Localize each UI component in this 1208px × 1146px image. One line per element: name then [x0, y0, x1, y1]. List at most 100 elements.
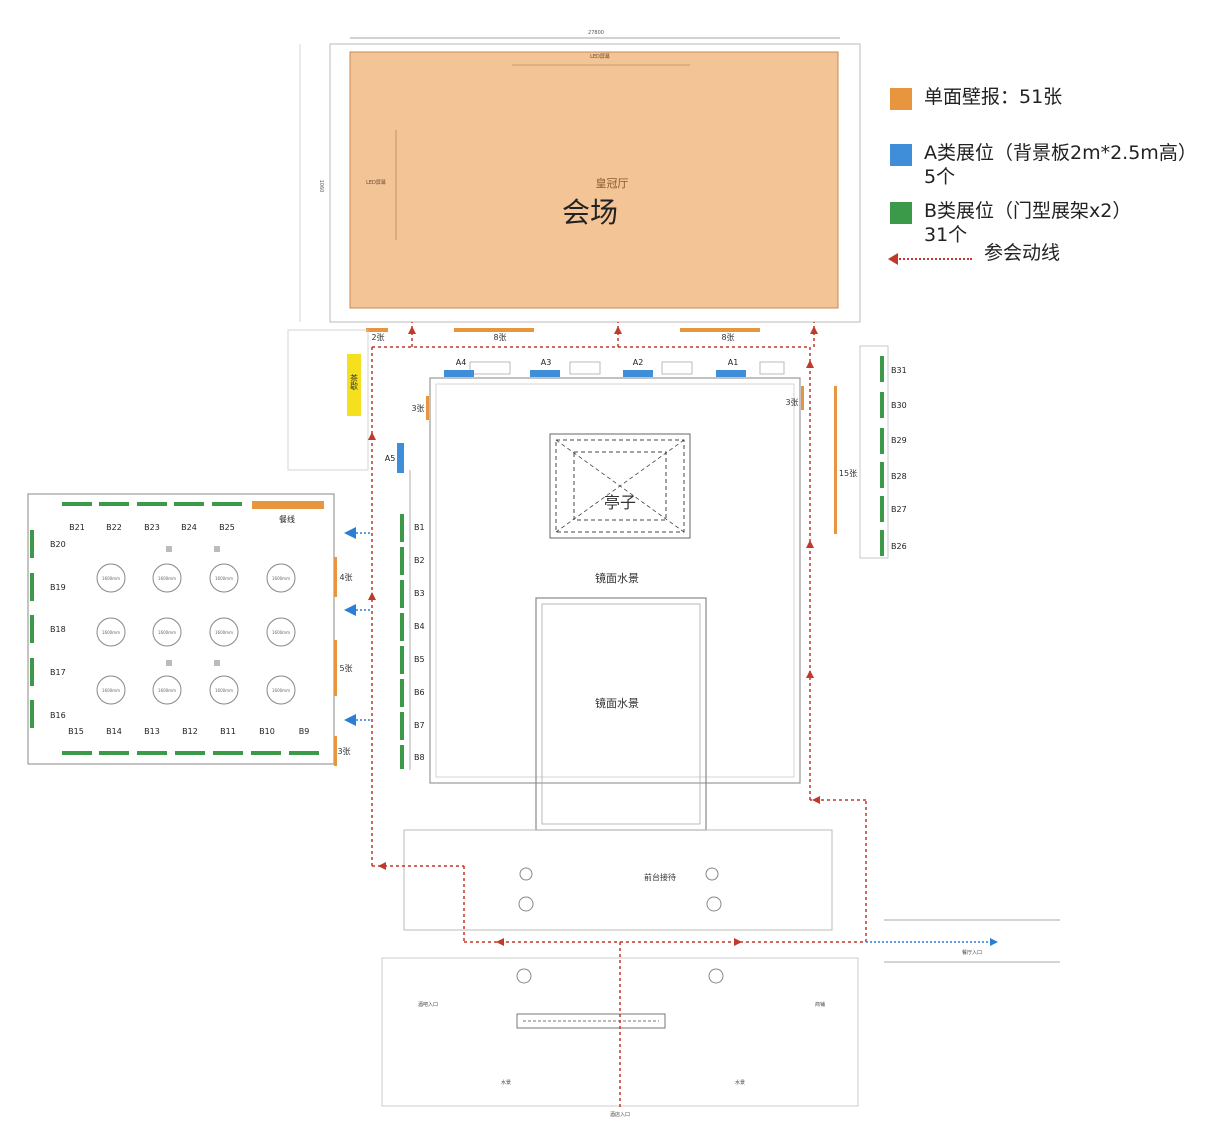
svg-text:1600mm: 1600mm	[158, 576, 176, 581]
svg-text:5张: 5张	[339, 664, 352, 673]
hall-floor	[349, 51, 839, 309]
svg-text:1600mm: 1600mm	[102, 576, 120, 581]
round-table: 1600mm	[266, 675, 296, 705]
round-table: 1600mm	[152, 675, 182, 705]
svg-text:B12: B12	[182, 727, 198, 736]
booth-a1	[716, 370, 746, 377]
legend-wall: 单面壁报：51张	[888, 84, 1203, 140]
main-hall: 27800 LED屏幕 LED屏幕 1060 皇冠厅 会场	[299, 30, 861, 323]
round-table: 1600mm	[96, 675, 126, 705]
mirror-water-2-label: 镜面水景	[595, 696, 639, 710]
svg-text:B27: B27	[891, 505, 907, 514]
svg-text:B26: B26	[891, 542, 907, 551]
svg-text:4张: 4张	[339, 573, 352, 582]
booth-a5	[397, 443, 404, 473]
svg-text:B22: B22	[106, 523, 122, 532]
round-table: 1600mm	[209, 675, 239, 705]
legend-flow-line	[892, 258, 972, 262]
svg-text:B14: B14	[106, 727, 122, 736]
svg-text:1600mm: 1600mm	[102, 688, 120, 693]
svg-text:B19: B19	[50, 583, 66, 592]
round-table: 1600mm	[266, 617, 296, 647]
legend-booth-b-swatch	[890, 202, 912, 224]
legend-booth-b-count: 31个	[924, 224, 968, 246]
svg-text:A4: A4	[456, 358, 467, 367]
svg-text:B23: B23	[144, 523, 160, 532]
svg-text:A2: A2	[633, 358, 644, 367]
svg-text:B5: B5	[414, 655, 425, 664]
led-screen-left-label: LED屏幕	[366, 179, 386, 186]
led-screen-top-label: LED屏幕	[590, 53, 610, 60]
booth-a2	[623, 370, 653, 377]
svg-text:B3: B3	[414, 589, 425, 598]
legend-booth-a-label: A类展位（背景板2m*2.5m高）	[924, 142, 1197, 164]
svg-text:茶歇: 茶歇	[350, 373, 359, 391]
hall-subtitle: 皇冠厅	[596, 176, 629, 190]
round-table: 1600mm	[152, 617, 182, 647]
round-table: 1600mm	[96, 617, 126, 647]
round-table: 1600mm	[209, 563, 239, 593]
round-table: 1600mm	[96, 563, 126, 593]
pavilion-label: 亭子	[604, 493, 636, 512]
svg-text:B8: B8	[414, 753, 425, 762]
svg-text:B24: B24	[181, 523, 197, 532]
svg-text:1600mm: 1600mm	[158, 630, 176, 635]
booth-a4	[444, 370, 474, 377]
legend-flow: 参会动线	[888, 242, 1203, 276]
svg-text:B6: B6	[414, 688, 425, 697]
entrance-right-label: 商铺	[815, 1001, 825, 1008]
round-table: 1600mm	[152, 563, 182, 593]
svg-text:1600mm: 1600mm	[102, 630, 120, 635]
mirror-water-1-label: 镜面水景	[595, 571, 639, 585]
round-table: 1600mm	[209, 617, 239, 647]
tea-break: 茶歇	[287, 329, 369, 471]
svg-text:3张: 3张	[337, 747, 350, 756]
dining-line-label: 餐线	[279, 514, 295, 524]
svg-text:B30: B30	[891, 401, 907, 410]
svg-text:15张: 15张	[839, 469, 857, 478]
svg-text:B13: B13	[144, 727, 160, 736]
svg-text:B31: B31	[891, 366, 907, 375]
svg-text:B20: B20	[50, 540, 66, 549]
hall-height-dim: 1060	[318, 180, 324, 193]
svg-text:B17: B17	[50, 668, 66, 677]
legend-wall-label: 单面壁报：51张	[924, 86, 1063, 108]
booth-a3	[530, 370, 560, 377]
svg-text:A1: A1	[728, 358, 739, 367]
water-left-label: 水景	[501, 1079, 511, 1086]
svg-text:B18: B18	[50, 625, 66, 634]
entrance-bottom-label: 酒店入口	[610, 1111, 630, 1118]
svg-text:1600mm: 1600mm	[215, 688, 233, 693]
legend-flow-label: 参会动线	[984, 242, 1061, 264]
svg-text:1600mm: 1600mm	[272, 576, 290, 581]
legend-booth-a: A类展位（背景板2m*2.5m高） 5个	[888, 140, 1203, 198]
flow-arrows	[368, 326, 820, 946]
svg-text:3张: 3张	[785, 398, 798, 407]
booths-b-left: B1 B2 B3 B4 B5 B6 B7 B8	[400, 470, 425, 770]
svg-text:B25: B25	[219, 523, 235, 532]
svg-text:8张: 8张	[493, 333, 506, 342]
svg-text:B16: B16	[50, 711, 66, 720]
restaurant-flow	[866, 938, 998, 946]
svg-text:B15: B15	[68, 727, 84, 736]
booths-b-right: B31 B30 B29 B28 B27 B26	[859, 345, 907, 559]
legend-booth-b-label: B类展位（门型展架x2）	[924, 200, 1132, 222]
wall-boards-inner: 3张 3张 15张	[411, 386, 857, 534]
entrance-left-label: 酒吧入口	[418, 1001, 438, 1008]
booths-a: A4 A3 A2 A1 A5	[385, 358, 746, 473]
svg-text:B29: B29	[891, 436, 907, 445]
svg-text:A5: A5	[385, 454, 396, 463]
svg-text:2张: 2张	[371, 333, 384, 342]
restaurant-entry-label: 餐厅入口	[962, 949, 982, 956]
svg-text:1600mm: 1600mm	[158, 688, 176, 693]
svg-text:B21: B21	[69, 523, 85, 532]
wall-boards-hall: 2张 8张 8张	[366, 328, 760, 342]
svg-text:B7: B7	[414, 721, 425, 730]
legend-wall-swatch	[890, 88, 912, 110]
legend-booth-b: B类展位（门型展架x2） 31个	[888, 198, 1203, 246]
svg-text:B11: B11	[220, 727, 236, 736]
hall-title: 会场	[562, 196, 618, 229]
svg-text:8张: 8张	[721, 333, 734, 342]
courtyard: 亭子 镜面水景 镜面水景	[429, 361, 801, 831]
